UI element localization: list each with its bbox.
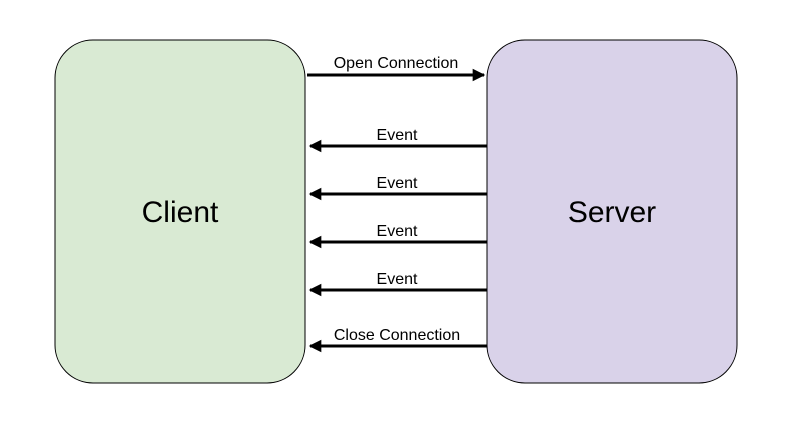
message-close-connection: Close Connection: [308, 327, 487, 353]
arrow-label: Close Connection: [334, 327, 460, 344]
client-node: Client: [54, 39, 306, 384]
message-event-4: Event: [308, 271, 487, 297]
message-event-3: Event: [308, 223, 487, 249]
arrow-label: Event: [377, 127, 418, 144]
arrow-label: Open Connection: [334, 55, 459, 72]
message-event-2: Event: [308, 175, 487, 201]
client-box: [54, 39, 306, 384]
message-event-1: Event: [308, 127, 487, 153]
server-label: Server: [568, 196, 656, 229]
message-open-connection: Open Connection: [307, 55, 486, 82]
arrow-label: Event: [377, 175, 418, 192]
arrow-label: Event: [377, 271, 418, 288]
arrow-label: Event: [377, 223, 418, 240]
client-label: Client: [142, 196, 219, 229]
server-box: [486, 39, 738, 384]
server-node: Server: [486, 39, 738, 384]
